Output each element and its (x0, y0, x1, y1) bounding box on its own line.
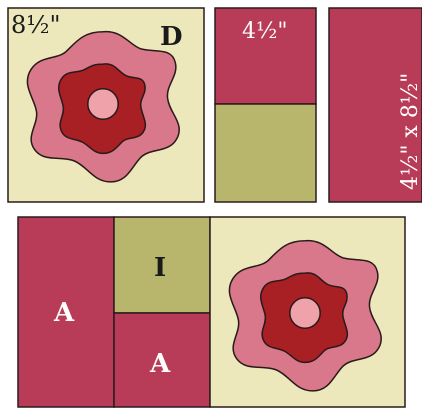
block-rect: 4½" x 8½" (329, 8, 422, 202)
block-d: 8½" D (8, 8, 204, 202)
assembled-bottom-middle-letter: A (149, 349, 171, 379)
block-half-size-label: 4½" (242, 19, 287, 44)
assembled-left-letter: A (53, 298, 75, 328)
assembled-top-middle-letter: I (154, 253, 166, 283)
assembled-block: A I A (18, 217, 405, 407)
block-d-letter: D (160, 22, 183, 52)
block-half-bottom (215, 104, 316, 202)
block-rect-size-label: 4½" x 8½" (398, 73, 422, 190)
block-half: 4½" (215, 8, 316, 202)
block-d-size-label: 8½" (11, 11, 61, 39)
